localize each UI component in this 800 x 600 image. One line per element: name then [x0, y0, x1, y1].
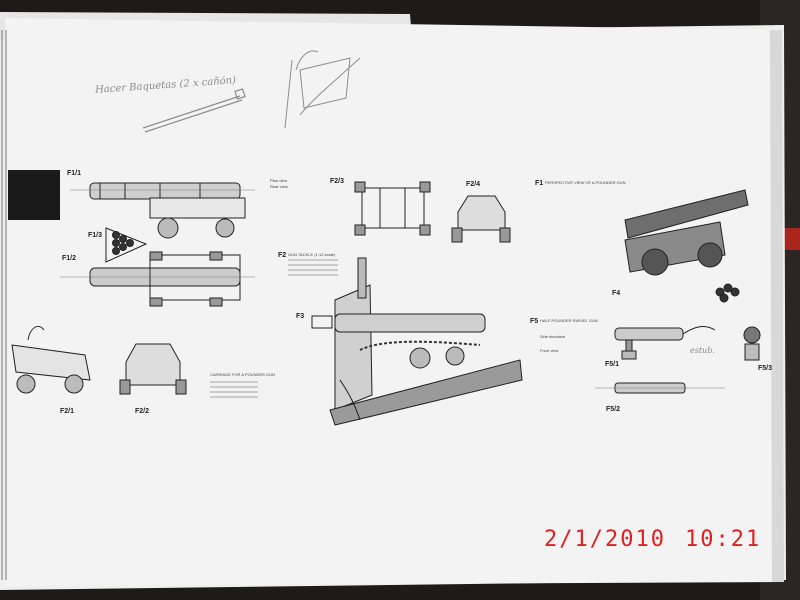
- caption-rear-view: Rear view: [270, 184, 288, 189]
- figure-label: F2/1: [60, 408, 75, 415]
- figure-label: F5/2: [606, 406, 621, 413]
- spiral-binding: [1, 30, 7, 580]
- figure-label: F1/1: [67, 170, 82, 177]
- figure-label: F2/3: [330, 178, 345, 185]
- figure-label: F5/3: [758, 365, 773, 372]
- pencil-rammer-sketch: [142, 88, 246, 133]
- perspective-cannon: [624, 189, 749, 303]
- photo-time-stamp: 10:21: [685, 527, 762, 552]
- figure-label: F1/3: [88, 232, 103, 239]
- caption-front-view: Front view: [540, 348, 559, 353]
- figure-label: F2/2: [135, 408, 150, 415]
- cannon-plan-view: [60, 251, 255, 307]
- figure-label: F2/4: [466, 181, 481, 188]
- pencil-flag-sketch: [284, 50, 361, 129]
- heading-block: [8, 170, 60, 220]
- swivel-gun-front: [743, 326, 761, 361]
- caption-gun-tackle: GUN TACKLE (1:12 scale): [288, 252, 336, 257]
- carriage-perspective: [11, 325, 91, 394]
- figure-label: F5: [530, 318, 539, 325]
- drawing-sheet: [5, 18, 784, 586]
- caption-perspective: PERSPECTIVE VIEW OF A POUNDER GUN: [545, 180, 626, 185]
- figure-label: F5/1: [605, 361, 620, 368]
- figure-label: F1: [535, 180, 544, 187]
- photo-date-stamp: 2/1/2010: [544, 527, 666, 552]
- carriage-rear-view: [451, 195, 511, 243]
- gun-tackle-scene: [311, 257, 523, 426]
- figure-label: F2: [278, 252, 287, 259]
- cannonball-pyramid: [105, 227, 148, 263]
- swivel-gun-plan: [595, 382, 725, 394]
- figure-label: F4: [612, 290, 621, 297]
- carriage-plan-view: [354, 181, 431, 236]
- carriage-front: [119, 343, 187, 395]
- caption-carriage: CARRIAGE FOR A POUNDER GUN: [210, 372, 275, 377]
- caption-half-pounder: HALF-POUNDER SWIVEL GUN: [540, 318, 598, 323]
- handwriting-note-right: estub.: [690, 346, 715, 355]
- figure-label: F3: [296, 313, 305, 320]
- caption-plan-view: Plan view: [270, 178, 288, 183]
- caption-side-elevation: Side elevation: [540, 334, 566, 339]
- swivel-gun-side: [614, 326, 716, 360]
- figure-label: F1/2: [62, 255, 77, 262]
- cannon-side-view: [70, 182, 255, 239]
